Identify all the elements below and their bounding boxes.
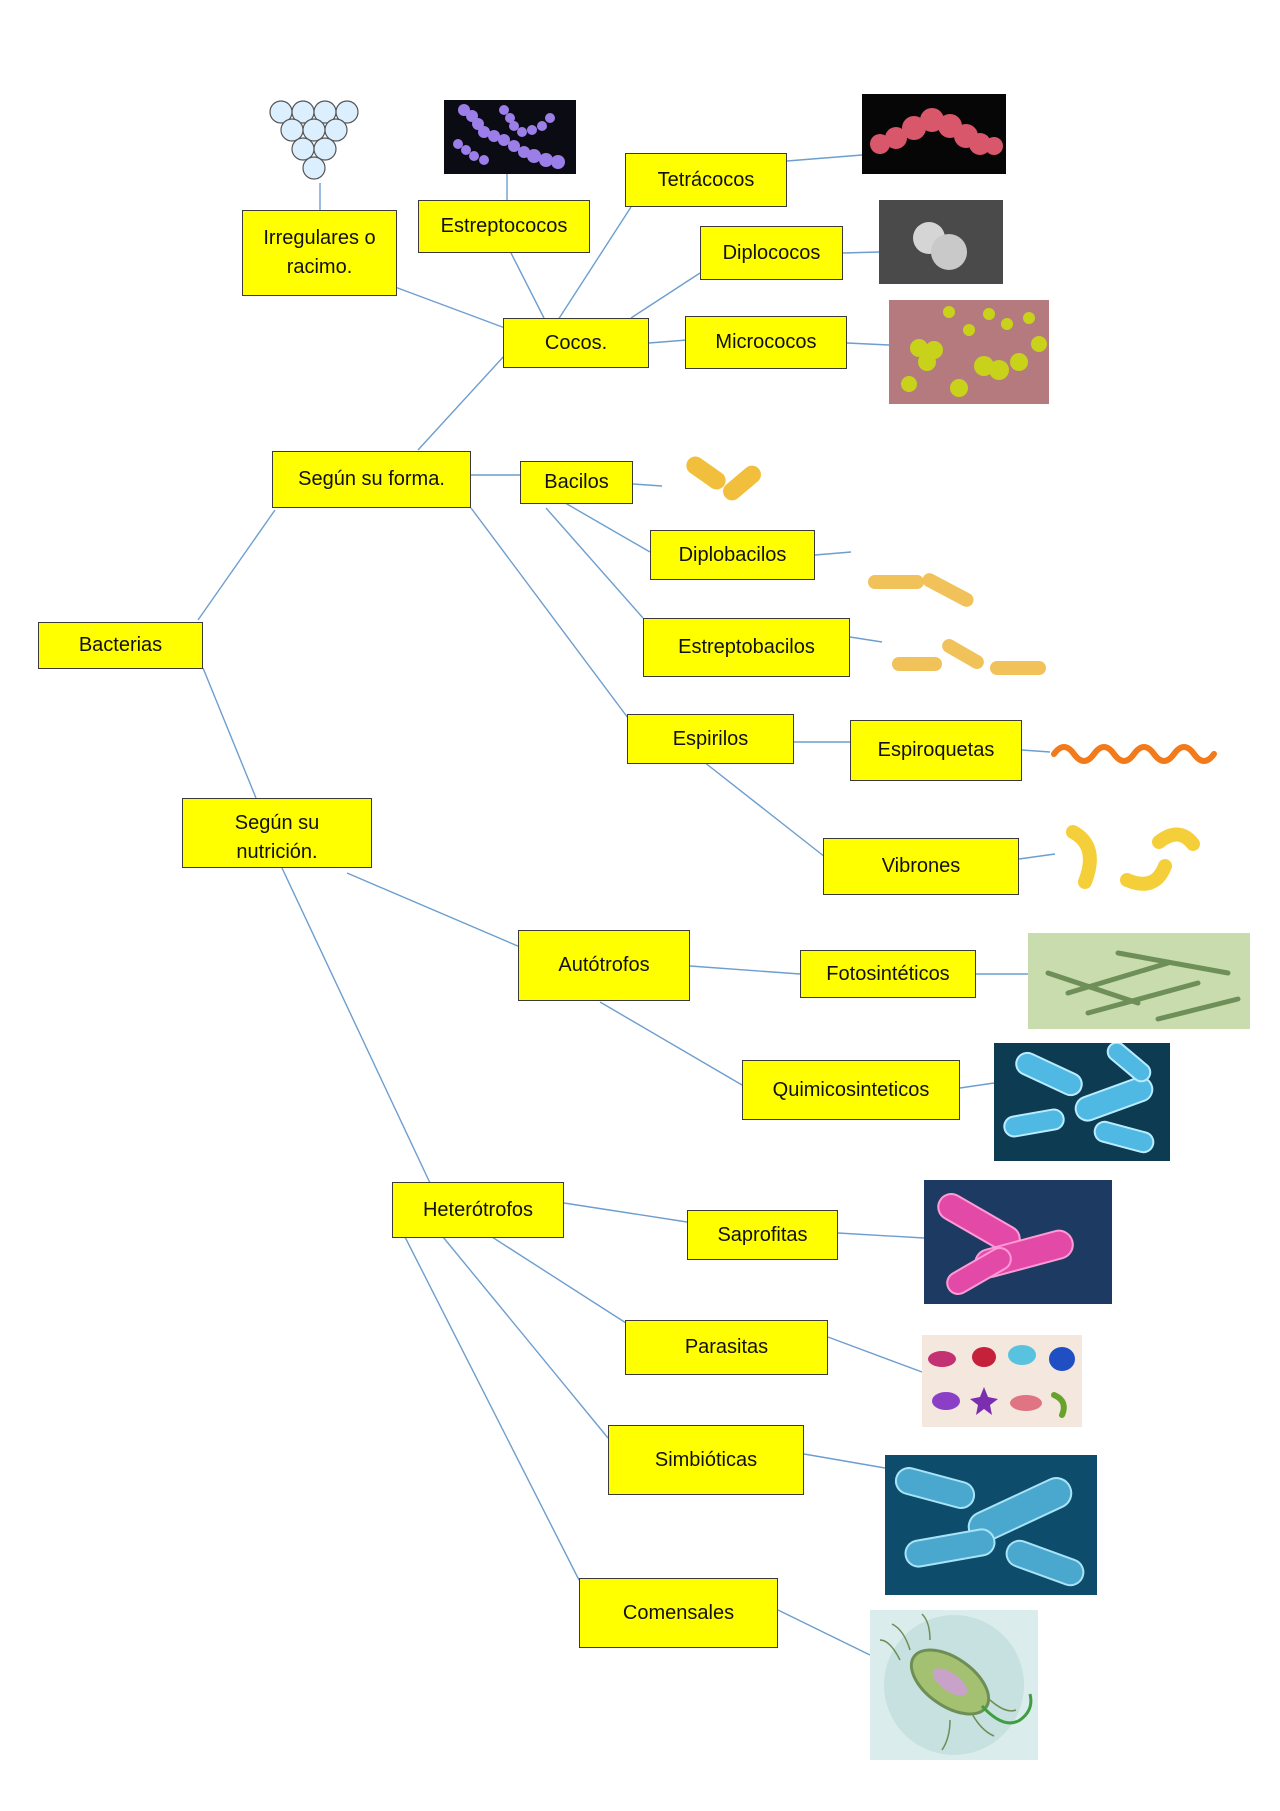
link-cocos-diplococos xyxy=(630,272,701,319)
link-forma-espirilos xyxy=(470,507,632,723)
node-simbioticas: Simbióticas xyxy=(608,1425,804,1495)
link-cocos-tetracocos xyxy=(557,206,632,321)
photosynthetic-image xyxy=(1028,933,1250,1029)
link-heterotrofos-parasitas xyxy=(491,1236,627,1324)
node-comensales: Comensales xyxy=(579,1578,778,1648)
diplobacillus-image xyxy=(862,563,982,613)
node-diplobacilos: Diplobacilos xyxy=(650,530,815,580)
link-autotrofos-quimico xyxy=(599,1001,743,1086)
link-vibrones-img xyxy=(1018,853,1056,860)
node-micrococos: Micrococos xyxy=(685,316,847,369)
micrococcus-image xyxy=(889,300,1049,404)
link-autotrofos-fotosinteticos xyxy=(689,965,801,975)
link-micrococos-img xyxy=(846,342,890,346)
node-tetracocos: Tetrácocos xyxy=(625,153,787,207)
link-heterotrofos-saprofitas xyxy=(563,1202,688,1223)
link-comensales-img xyxy=(777,1609,871,1656)
node-cocos: Cocos. xyxy=(503,318,649,368)
link-espiroquetas-img xyxy=(1021,749,1051,753)
parasite-image xyxy=(922,1335,1082,1427)
commensal-image xyxy=(870,1610,1038,1760)
symbiotic-image xyxy=(885,1455,1097,1595)
link-bacterias-nutricion xyxy=(202,667,257,799)
link-simbioticas-img xyxy=(803,1453,886,1469)
spirochete-image xyxy=(1050,730,1220,778)
tetracoccus-image xyxy=(862,94,1006,174)
link-cocos-micrococos xyxy=(648,339,688,344)
link-bacterias-forma xyxy=(197,509,276,621)
link-diplobacilos-img xyxy=(814,551,852,556)
link-nutricion-heterotrofos xyxy=(281,867,431,1184)
streptococcus-image xyxy=(444,100,576,174)
node-estreptobacilos: Estreptobacilos xyxy=(643,618,850,677)
irregular-cocci-illustration xyxy=(268,100,372,184)
node-irregulares: Irregulares o racimo. xyxy=(242,210,397,296)
bacillus-image xyxy=(680,450,770,510)
diplococcus-image xyxy=(879,200,1003,284)
link-heterotrofos-simbioticas xyxy=(442,1236,609,1439)
node-saprofitas: Saprofitas xyxy=(687,1210,838,1260)
node-quimicosinteticos: Quimicosinteticos xyxy=(742,1060,960,1120)
link-cocos-estreptococos xyxy=(510,252,545,319)
node-bacilos: Bacilos xyxy=(520,461,633,504)
link-bacilos-diplobacilos xyxy=(559,499,651,553)
node-espiroquetas: Espiroquetas xyxy=(850,720,1022,781)
link-forma-cocos xyxy=(417,354,506,451)
chemosynthetic-image xyxy=(994,1043,1170,1161)
node-autotrofos: Autótrofos xyxy=(518,930,690,1001)
link-bacilos-img xyxy=(632,483,663,487)
node-vibrones: Vibrones xyxy=(823,838,1019,895)
streptobacillus-image xyxy=(890,635,1050,685)
link-nutricion-autotrofos xyxy=(346,872,521,948)
link-parasitas-img xyxy=(827,1336,923,1373)
node-diplococos: Diplococos xyxy=(700,226,843,280)
link-diplococos-img xyxy=(842,251,880,254)
link-estreptobacilos-img xyxy=(849,636,883,643)
node-parasitas: Parasitas xyxy=(625,1320,828,1375)
node-espirilos: Espirilos xyxy=(627,714,794,764)
link-heterotrofos-comensales xyxy=(404,1236,580,1581)
link-quimico-img xyxy=(959,1082,995,1089)
node-bacterias: Bacterias xyxy=(38,622,203,669)
link-saprofitas-img xyxy=(837,1232,925,1239)
link-bacilos-estreptobacilos xyxy=(545,507,644,619)
link-espirilos-vibrones xyxy=(703,761,826,858)
node-segun-forma: Según su forma. xyxy=(272,451,471,508)
link-tetracocos-img xyxy=(786,154,863,162)
node-segun-nutricion: Según su nutrición. xyxy=(182,798,372,868)
saprophyte-image xyxy=(924,1180,1112,1304)
node-fotosinteticos: Fotosintéticos xyxy=(800,950,976,998)
node-estreptococos: Estreptococos xyxy=(418,200,590,253)
link-cocos-irregulares xyxy=(394,286,506,329)
vibrio-image xyxy=(1055,820,1205,900)
node-heterotrofos: Heterótrofos xyxy=(392,1182,564,1238)
